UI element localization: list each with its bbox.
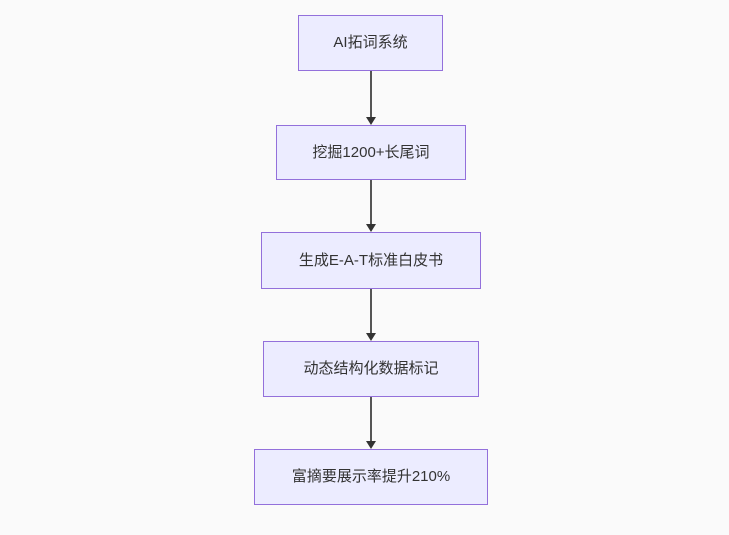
node-label: 挖掘1200+长尾词 — [312, 143, 430, 161]
node-label: 富摘要展示率提升210% — [291, 468, 451, 485]
node-label: 动态结构化数据标记 — [303, 360, 439, 377]
flowchart-arrow-3 — [365, 289, 377, 341]
arrow-line — [370, 71, 372, 117]
flowchart-node-rich-snippet-result: 富摘要展示率提升210% — [254, 449, 488, 505]
flowchart-node-ai-word-system: AI拓词系统 — [298, 15, 443, 71]
arrow-head-icon — [366, 117, 376, 125]
arrow-line — [370, 289, 372, 333]
arrow-head-icon — [366, 224, 376, 232]
arrow-head-icon — [366, 333, 376, 341]
flowchart-arrow-4 — [365, 397, 377, 449]
flowchart-arrow-2 — [365, 180, 377, 232]
node-label: AI拓词系统 — [333, 34, 408, 51]
flowchart-node-longtail-mining: 挖掘1200+长尾词 — [276, 125, 466, 180]
arrow-line — [370, 180, 372, 224]
flowchart-arrow-1 — [365, 71, 377, 125]
node-label: 生成E-A-T标准白皮书 — [298, 251, 444, 269]
flowchart-node-eat-whitepaper: 生成E-A-T标准白皮书 — [261, 232, 481, 289]
arrow-line — [370, 397, 372, 441]
arrow-head-icon — [366, 441, 376, 449]
flowchart-node-structured-data-markup: 动态结构化数据标记 — [263, 341, 479, 397]
